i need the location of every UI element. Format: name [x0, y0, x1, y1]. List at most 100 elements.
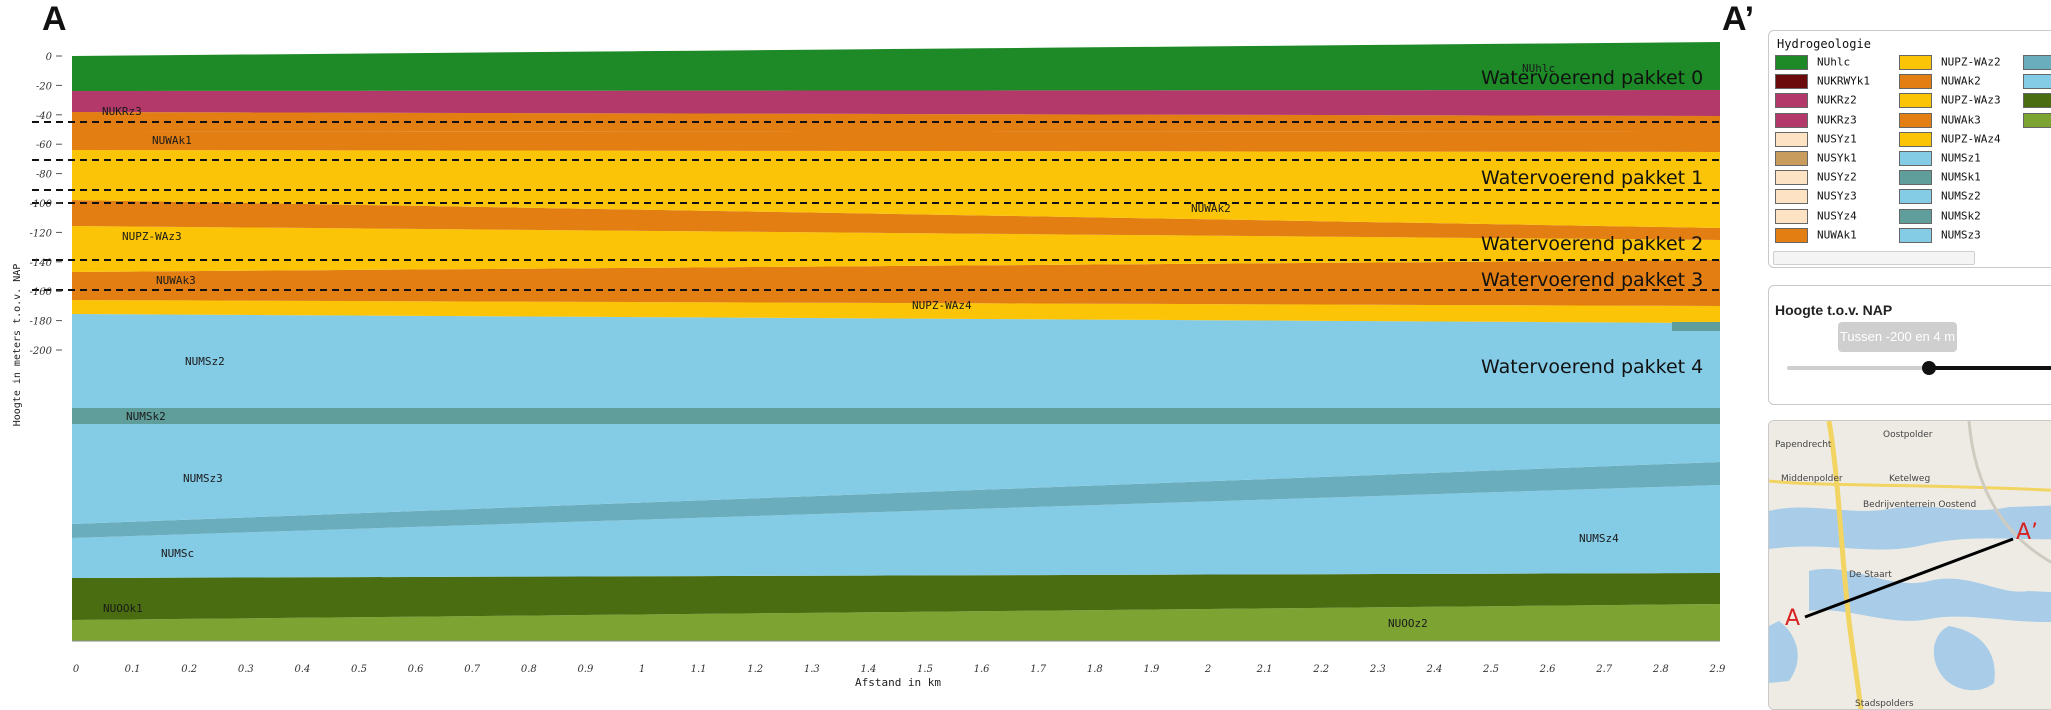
legend-label: NUSYz4 [1817, 209, 1857, 223]
legend-swatch [2023, 112, 2051, 128]
x-tick-label: 1.2 [747, 664, 763, 675]
x-tick-label: 0.7 [464, 664, 481, 675]
aquifer-label: Watervoerend pakket 2 [1481, 233, 1703, 255]
layers-group [72, 42, 1720, 641]
x-tick-label: 0 [73, 664, 80, 675]
x-tick-label: 0.5 [351, 664, 367, 675]
legend-swatch [1775, 208, 1808, 224]
y-tick-label: -40 [36, 111, 53, 122]
legend-label: NUSYz2 [1817, 170, 1857, 184]
legend-scrollbar[interactable] [1773, 251, 1975, 265]
x-tick-label: 0.9 [577, 664, 594, 675]
x-tick-label: 1.4 [860, 664, 876, 675]
layer-label: NUWAk2 [1191, 202, 1231, 215]
legend-label: NUhlc [1817, 55, 1851, 69]
legend-label: NUWAk1 [1817, 228, 1857, 242]
legend-label: NUMSk2 [1941, 209, 1981, 223]
layer-band-nuhlc [72, 42, 1720, 91]
legend-swatch [1899, 93, 1932, 109]
legend-swatch [1899, 112, 1932, 128]
legend-label: NUWAk3 [1941, 113, 1981, 127]
height-range-selection [1929, 366, 2051, 370]
layer-label: NUPZ-WAz3 [122, 230, 182, 243]
height-range-slider[interactable] [1787, 361, 2051, 375]
x-tick-label: 2.7 [1595, 664, 1613, 675]
layer-label: NUOOz2 [1388, 617, 1428, 630]
layer-label: NUMSk2 [126, 410, 166, 423]
legend-swatch [1775, 93, 1808, 109]
legend-swatch [1899, 170, 1932, 186]
x-tick-label: 2.1 [1256, 664, 1273, 675]
legend-label: NUMSz3 [1941, 228, 1981, 242]
x-tick-label: 1.3 [804, 664, 820, 675]
legend-item-nuwak2: NUWAk2 [1899, 74, 1981, 90]
layer-label: NUWAk3 [156, 274, 196, 287]
legend-item-nusyk1: NUSYk1 [1775, 151, 1857, 166]
legend-swatch [1899, 74, 1932, 90]
y-axis-label: Hoogte in meters t.o.v. NAP [12, 264, 23, 427]
legend-swatch [1775, 170, 1808, 186]
x-tick-label: 0.3 [238, 664, 254, 675]
y-tick-label: 0 [46, 52, 53, 63]
map-label: Ketelweg [1889, 474, 1930, 484]
legend-label: NUMSz1 [1941, 151, 1981, 165]
location-map[interactable]: Oostpolder Papendrecht Middenpolder Kete… [1768, 420, 2051, 710]
layer-label: NUMSz4 [1579, 532, 1619, 545]
legend-item-numsk1: NUMSk1 [1899, 170, 1981, 186]
legend-label: NUWAk2 [1941, 74, 1981, 88]
x-tick-label: 1.5 [917, 664, 933, 675]
section-end-label: A’ [1722, 0, 1755, 38]
map-label: Oostpolder [1883, 430, 1933, 440]
aquifer-label: Watervoerend pakket 3 [1481, 269, 1703, 291]
x-tick-label: 2 [1204, 664, 1211, 675]
map-label: Bedrijventerrein Oostend [1863, 500, 1976, 510]
legend-swatch [1899, 55, 1932, 70]
legend-swatch [1775, 74, 1808, 90]
aquifer-label: Watervoerend pakket 1 [1481, 167, 1703, 189]
x-tick-label: 2.2 [1312, 664, 1329, 675]
layer-label: NUPZ-WAz4 [912, 299, 972, 312]
layer-band-numsk2 [72, 408, 1720, 424]
layer-band-numsz3 [72, 314, 1720, 408]
map-label: Papendrecht [1775, 440, 1832, 450]
legend-item-nupz-waz4: NUPZ-WAz4 [1899, 131, 2001, 147]
legend-item-partial [2023, 93, 2051, 109]
legend-item-nupz-waz3: NUPZ-WAz3 [1899, 93, 2001, 109]
legend-item-partial [2023, 112, 2051, 128]
height-filter-title: Hoogte t.o.v. NAP [1775, 302, 1893, 318]
y-axis: 0-20-40-60-80-100-120-140-160-180-200 [30, 52, 62, 357]
x-tick-label: 1 [639, 664, 645, 675]
x-tick-label: 2.5 [1482, 664, 1499, 675]
legend-label: NUMSz2 [1941, 189, 1981, 203]
layer-label: NUOOk1 [103, 602, 143, 615]
legend-swatch [1899, 227, 1932, 243]
layer-band-numsz3 [72, 424, 1720, 524]
legend-item-nusyz4: NUSYz4 [1775, 208, 1857, 224]
cross-section-view: NUhlc NUKRz3 NUWAk1 NUWAk2 NUPZ-WAz3 NUW… [12, 42, 1726, 689]
legend-item-nukrz2: NUKRz2 [1775, 93, 1857, 109]
y-tick-label: -200 [30, 346, 53, 357]
slider-handle-min[interactable] [1922, 361, 1936, 375]
section-line [1804, 537, 2014, 619]
x-tick-label: 2.3 [1369, 664, 1386, 675]
legend-swatch [2023, 74, 2051, 90]
legend-item-numsz1: NUMSz1 [1899, 151, 1981, 166]
legend-item-numsz2: NUMSz2 [1899, 189, 1981, 205]
y-tick-label: -120 [30, 228, 53, 239]
legend-swatch [1899, 208, 1932, 224]
layer-band-nukrz3 [72, 90, 1720, 116]
legend-label: NUKRz2 [1817, 93, 1857, 107]
legend-label: NUPZ-WAz3 [1941, 93, 2001, 107]
y-tick-label: -140 [30, 258, 53, 269]
x-tick-label: 0.8 [521, 664, 537, 675]
layer-band-nupz-waz4 [72, 300, 1720, 323]
legend-label: NUPZ-WAz2 [1941, 55, 2001, 69]
map-label: Stadspolders [1855, 699, 1914, 709]
legend-item-nupz-waz2: NUPZ-WAz2 [1899, 55, 2001, 70]
x-tick-label: 0.6 [408, 664, 425, 675]
legend-item-nusyz3: NUSYz3 [1775, 189, 1857, 205]
legend-swatch [1775, 227, 1808, 243]
layer-band-nuook1 [72, 573, 1720, 620]
legend-item-nuwak3: NUWAk3 [1899, 112, 1981, 128]
